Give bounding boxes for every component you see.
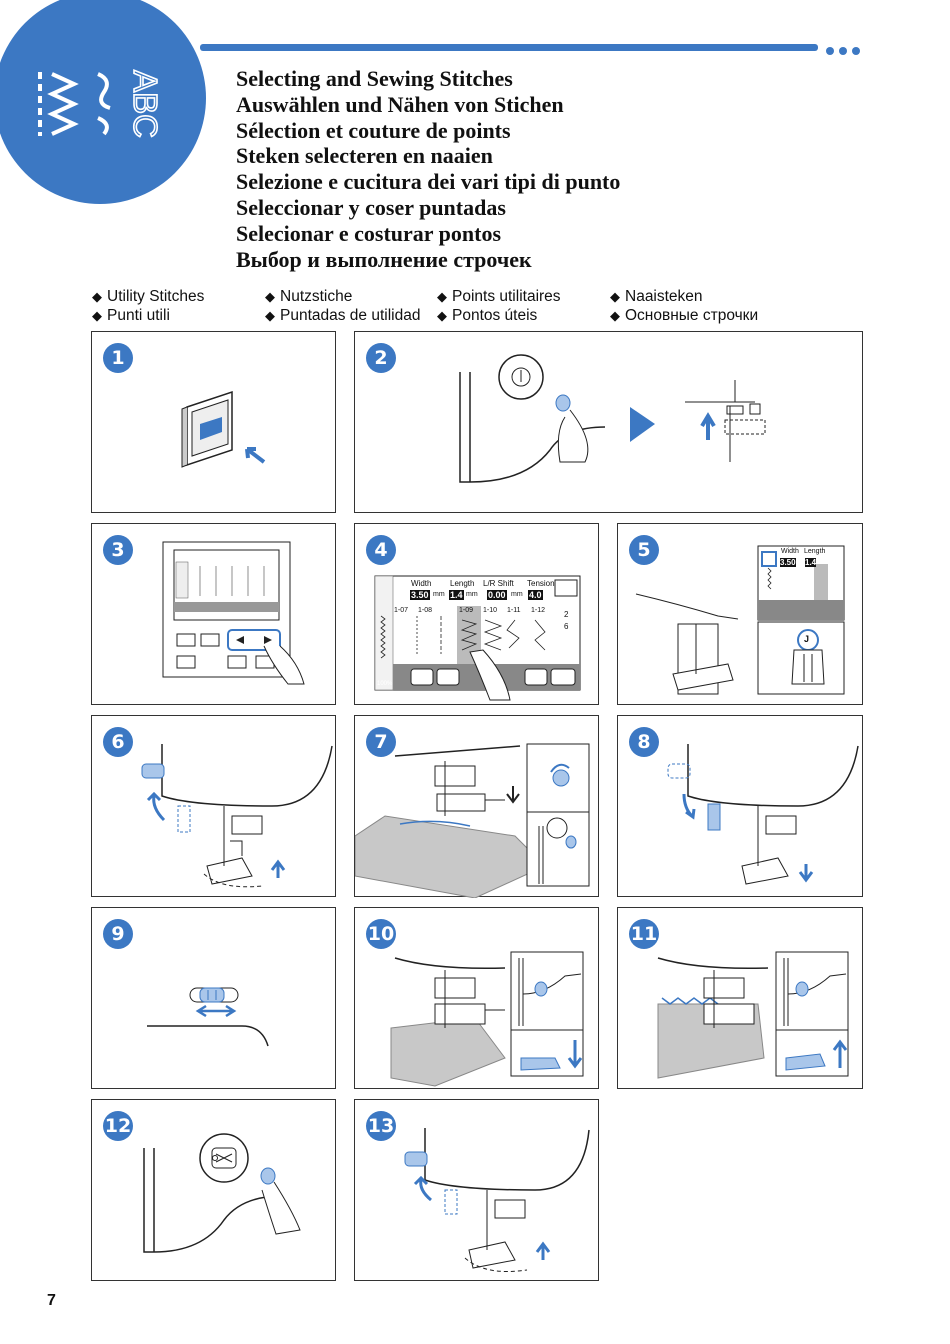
zoom-level: 100% (377, 681, 392, 687)
category-group-2: ◆Nutzstiche ◆Puntadas de utilidad (265, 287, 420, 325)
title-fr: Sélection et couture de points (236, 118, 620, 144)
width-label: Width (411, 579, 431, 588)
step-number: 8 (629, 727, 659, 757)
category-label: Punti utili (107, 307, 170, 324)
step-1-panel: 1 (91, 331, 336, 513)
step-2-panel: 2 (354, 331, 863, 513)
category-group-4: ◆Naaisteken ◆Основные строчки (610, 287, 758, 325)
category-group-1: ◆Utility Stitches ◆Punti utili (92, 287, 204, 325)
category-label: Puntadas de utilidad (280, 307, 420, 324)
width-unit: mm (433, 591, 445, 598)
step-11-panel: 11 (617, 907, 863, 1089)
length-label: Length (804, 548, 825, 555)
title-pt: Selecionar e costurar pontos (236, 221, 620, 247)
step-number: 2 (366, 343, 396, 373)
section-tab-icon: ABC (0, 0, 210, 210)
step-number: 10 (366, 919, 396, 949)
step-7-panel: 7 (354, 715, 599, 897)
stitch-code[interactable]: 1-07 (394, 607, 408, 614)
title-list: Selecting and Sewing Stitches Auswählen … (236, 66, 620, 272)
step-9-panel: 9 (91, 907, 336, 1089)
stitch-code[interactable]: 1-11 (507, 607, 521, 614)
step-12-panel: 12 (91, 1099, 336, 1281)
length-value: 1.4 (449, 590, 464, 600)
lr-shift-value: 0.00 (487, 590, 507, 600)
step-13-panel: 13 (354, 1099, 599, 1281)
title-it: Selezione e cucitura dei vari tipi di pu… (236, 169, 620, 195)
title-en: Selecting and Sewing Stitches (236, 66, 620, 92)
step-5-panel: Width Length 3.50 1.4 J 5 (617, 523, 863, 705)
abc-label: ABC (127, 70, 164, 138)
title-es: Seleccionar y coser puntadas (236, 195, 620, 221)
step-6-panel: 6 (91, 715, 336, 897)
needle-position-illustration (355, 332, 864, 514)
stitch-code[interactable]: 1-08 (418, 607, 432, 614)
stitch-code[interactable]: 1-12 (531, 607, 545, 614)
step-number: 13 (366, 1111, 396, 1141)
step-number: 11 (629, 919, 659, 949)
header-rule (200, 44, 818, 51)
category-label: Основные строчки (625, 307, 758, 324)
length-value: 1.4 (805, 558, 816, 567)
tension-label: Tension (527, 579, 555, 588)
length-unit: mm (466, 591, 478, 598)
step-4-panel: Width Length L/R Shift Tension 3.50 mm 1… (354, 523, 599, 705)
title-ru: Выбор и выполнение строчек (236, 247, 620, 273)
page-indicator-bottom: 6 (564, 622, 568, 631)
category-label: Points utilitaires (452, 288, 561, 305)
step-number: 1 (103, 343, 133, 373)
step-8-panel: 8 (617, 715, 863, 897)
category-label: Utility Stitches (107, 288, 204, 305)
step-number: 3 (103, 535, 133, 565)
step-10-panel: 10 (354, 907, 599, 1089)
width-label: Width (781, 548, 799, 555)
step-number: 4 (366, 535, 396, 565)
category-group-3: ◆Points utilitaires ◆Pontos úteis (437, 287, 561, 325)
step-number: 7 (366, 727, 396, 757)
category-label: Naaisteken (625, 288, 703, 305)
tension-value: 4.0 (528, 590, 543, 600)
category-label: Nutzstiche (280, 288, 352, 305)
stitch-code[interactable]: 1-10 (483, 607, 497, 614)
width-value: 3.50 (410, 590, 430, 600)
stitch-code-selected[interactable]: 1-09 (459, 607, 473, 614)
step-number: 5 (629, 535, 659, 565)
category-label: Pontos úteis (452, 307, 537, 324)
step-number: 9 (103, 919, 133, 949)
page-number: 7 (47, 1292, 56, 1310)
lr-shift-label: L/R Shift (483, 579, 514, 588)
width-value: 3.50 (780, 558, 796, 567)
title-nl: Steken selecteren en naaien (236, 143, 620, 169)
step-number: 12 (103, 1111, 133, 1141)
presser-foot-letter: J (804, 634, 809, 644)
title-de: Auswählen und Nähen von Stichen (236, 92, 620, 118)
step-number: 6 (103, 727, 133, 757)
page-indicator-top: 2 (564, 610, 568, 619)
step-3-panel: 3 (91, 523, 336, 705)
length-label: Length (450, 579, 474, 588)
lr-shift-unit: mm (511, 591, 523, 598)
header-dots (826, 42, 865, 60)
